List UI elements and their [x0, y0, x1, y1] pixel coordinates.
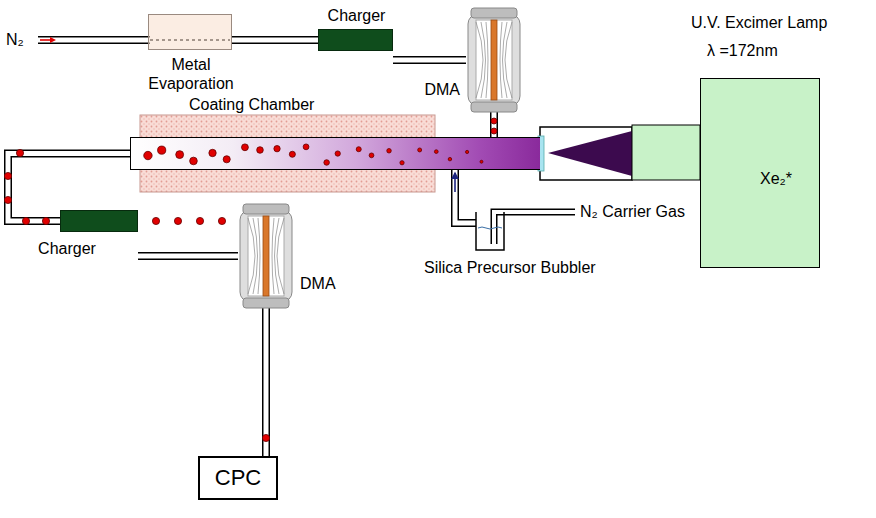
cpc-label: CPC [200, 465, 276, 491]
particle-dot [22, 217, 29, 224]
cpc-box: CPC [198, 456, 278, 500]
coating-tube: Coating Chamber [130, 137, 540, 170]
particle-dot [42, 217, 49, 224]
particle-dot [4, 196, 11, 203]
lamp-holder [540, 127, 632, 180]
pipe-wall [455, 170, 476, 223]
pipe-wall [262, 308, 270, 456]
pipe-bore [232, 38, 318, 43]
charger-box: Charger [318, 29, 393, 51]
dma-label: DMA [414, 80, 460, 99]
gas-label: N₂ [6, 30, 24, 49]
pipe-connector [455, 170, 476, 223]
pipe-bore [138, 254, 238, 259]
pipe-wall [232, 36, 318, 44]
particle-dot [491, 118, 497, 124]
pipe-connector [266, 308, 267, 456]
pipe-wall [138, 252, 238, 260]
gas-label: Xe₂* [741, 169, 811, 188]
charger-label: Charger [309, 6, 404, 25]
furnace-box: Metal Evaporation [148, 14, 232, 50]
charger-box: Charger [60, 210, 138, 232]
chamber-label: Coating Chamber [189, 95, 369, 114]
particle-dot [491, 128, 497, 134]
particle-dot [262, 434, 269, 441]
wavelength-label: λ =172nm [707, 41, 827, 60]
particle-dot [4, 172, 11, 179]
uv-beam [548, 131, 632, 176]
pipe-bore [455, 170, 476, 223]
pipe-wall [490, 112, 498, 137]
pipe-bore [393, 58, 466, 63]
bubbler: Silica Precursor Bubbler [476, 214, 504, 250]
gas-label: N₂ Carrier Gas [580, 202, 685, 221]
bubbler-vessel [476, 214, 504, 250]
pipe-bore [264, 308, 269, 456]
particle-dot [218, 217, 225, 224]
particle-dot [16, 149, 23, 156]
lamp-label: U.V. Excimer Lamp [691, 13, 861, 32]
particle-dot [196, 217, 203, 224]
charger-label: Charger [27, 239, 107, 258]
flow-arrow [40, 37, 56, 43]
uv-lamp: U.V. Excimer Lampλ =172nmXe₂* [700, 78, 820, 268]
dma-symbol [466, 8, 522, 112]
particle-dots [131, 138, 541, 171]
flow-arrow [454, 173, 456, 192]
dma-symbol [238, 204, 294, 308]
particle-dot [174, 217, 181, 224]
bubbler-label: Silica Precursor Bubbler [424, 258, 624, 277]
pipe-connector [232, 40, 318, 41]
pipe-bore [492, 112, 497, 137]
furnace-label: Metal Evaporation [137, 55, 245, 93]
particle-dot [152, 217, 159, 224]
lamp-neck [632, 125, 700, 180]
dma-label: DMA [300, 274, 350, 293]
dma-column: DMA [238, 204, 294, 308]
pipe-connector [138, 256, 238, 257]
carrier-gas-pipe [494, 212, 575, 244]
pipe-connector [393, 60, 466, 61]
pipe-wall [393, 56, 466, 64]
dma-column: DMA [466, 8, 522, 112]
